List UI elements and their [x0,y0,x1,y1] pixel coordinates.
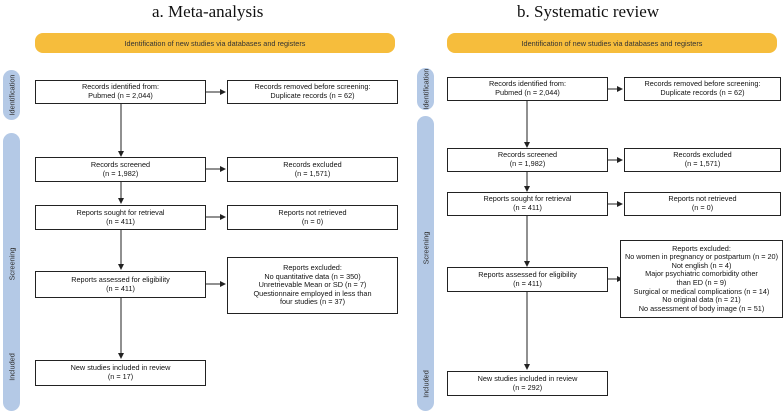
identification-banner: Identification of new studies via databa… [35,33,395,53]
phase-label-identification: Identification [417,68,434,110]
records-screened-box: Records screened(n = 1,982) [447,148,608,172]
studies-included-box: New studies included in review(n = 292) [447,371,608,396]
reports-excluded-box: Reports excluded: No women in pregnancy … [620,240,783,318]
phase-label-included: Included [417,357,434,411]
flow-arrows [524,86,623,370]
reports-not-retrieved-box: Reports not retrieved(n = 0) [227,205,398,230]
records-identified-box: Records identified from:Pubmed (n = 2,04… [447,77,608,101]
reports-assessed-box: Reports assessed for eligibility(n = 411… [447,267,608,292]
records-excluded-box: Records excluded(n = 1,571) [227,157,398,182]
identification-banner: Identification of new studies via databa… [447,33,777,53]
records-screened-box: Records screened(n = 1,982) [35,157,206,182]
reports-not-retrieved-box: Reports not retrieved(n = 0) [624,192,781,216]
records-identified-box: Records identified from:Pubmed (n = 2,04… [35,80,206,104]
panel-title: b. Systematic review [517,2,660,21]
reports-excluded-box: Reports excluded: No quantitative data (… [227,257,398,314]
phase-label-identification: Identification [3,70,20,120]
flow-arrows [118,89,226,359]
reports-sought-box: Reports sought for retrieval(n = 411) [35,205,206,230]
phase-label-screening: Screening [417,116,434,379]
panel-title: a. Meta-analysis [152,2,264,21]
records-excluded-box: Records excluded(n = 1,571) [624,148,781,172]
systematic-review-panel: b. Systematic review Identification of n… [403,0,783,414]
phase-label-included: Included [3,323,20,411]
meta-analysis-panel: a. Meta-analysis Identification of new s… [3,2,398,411]
studies-included-box: New studies included in review(n = 17) [35,360,206,386]
records-removed-box: Records removed before screening:Duplica… [227,80,398,104]
reports-sought-box: Reports sought for retrieval(n = 411) [447,192,608,216]
records-removed-box: Records removed before screening:Duplica… [624,77,781,101]
reports-assessed-box: Reports assessed for eligibility(n = 411… [35,271,206,298]
